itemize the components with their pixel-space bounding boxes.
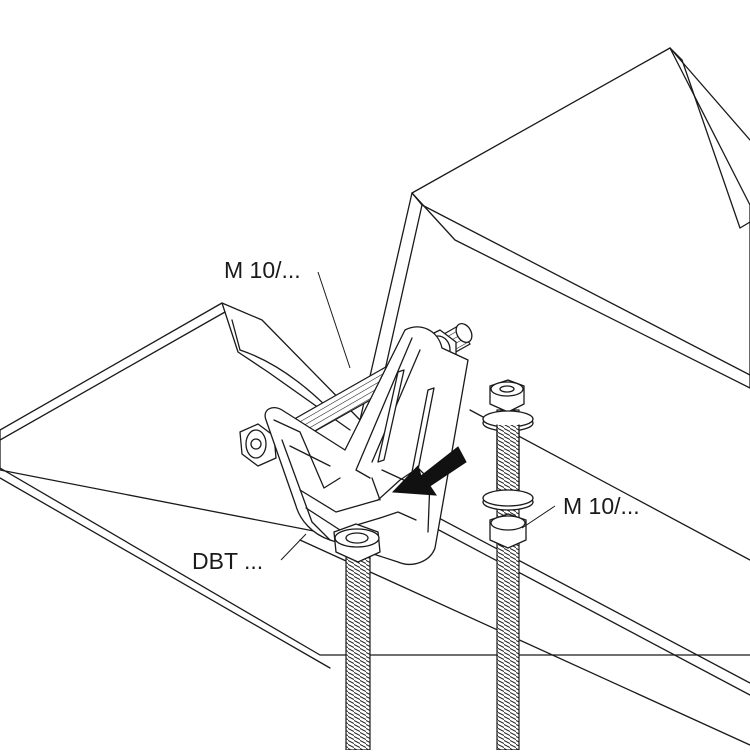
upper-roof-beam [359, 47, 750, 429]
insertion-arrow [391, 446, 467, 496]
separate-threaded-rod [482, 379, 534, 751]
leader-lines [280, 271, 556, 561]
beam-clamp-bracket [264, 326, 469, 565]
clamp-hanger-rod [333, 523, 381, 751]
threaded-rod-label-right: M 10/... [563, 493, 640, 519]
threaded-rod-label-top: M 10/... [224, 257, 301, 283]
lower-roof-beam [0, 302, 750, 746]
beam-clamp-label: DBT ... [192, 548, 264, 574]
